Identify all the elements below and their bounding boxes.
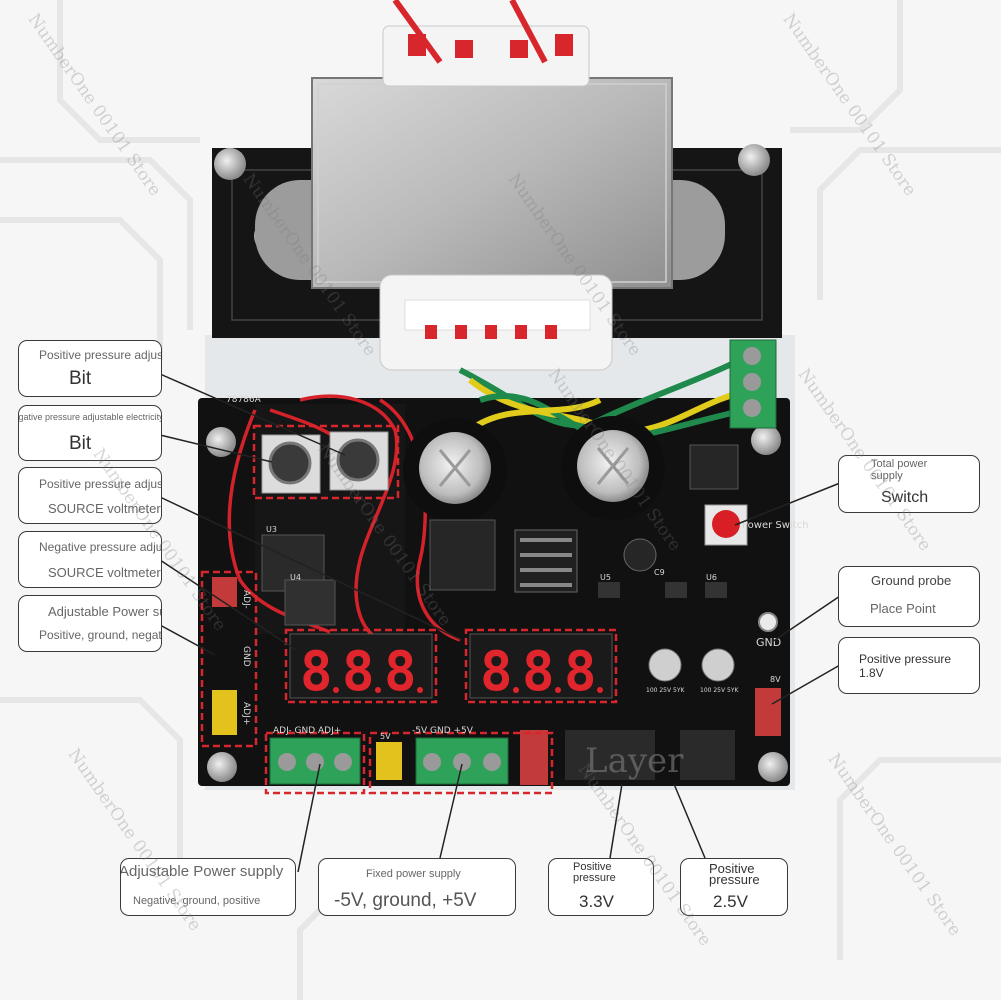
callout-line1: Negative pressure adjustable electricity	[39, 540, 162, 554]
display-digit: 8	[564, 640, 597, 703]
callout-line1: Fixed power supply	[366, 868, 461, 880]
silk-adj-terminal: ADJ- GND ADJ+	[273, 726, 341, 736]
highlight-boxes	[200, 424, 618, 795]
capacitors	[403, 416, 735, 682]
callout-negative-source-voltmeter: Negative pressure adjustable electricity…	[18, 531, 162, 588]
callout-line2: 1.8V	[859, 666, 884, 680]
terminal-block-ac-input	[729, 339, 777, 429]
silk-u6: U6	[706, 573, 717, 582]
regulators-heatsinks	[261, 444, 739, 626]
display-decimal-point	[333, 687, 339, 693]
display-decimal-point	[513, 687, 519, 693]
silk-u5: U5	[600, 573, 611, 582]
callout-line1: Positive pressure adjustable electricity	[39, 477, 162, 491]
callout-line1: Adjustable Power supply	[120, 863, 284, 880]
bottom-terminals	[269, 688, 781, 785]
callout-line2: Place Point	[870, 601, 936, 616]
callout-line1: Positive	[709, 861, 755, 876]
callout-line1: Positive pressure adjustable electricity	[39, 348, 162, 362]
callout-line1: Negative pressure adjustable electricity	[18, 412, 162, 422]
silk-header-adjminus: ADJ-	[241, 590, 251, 609]
display-decimal-point	[555, 687, 561, 693]
callout-line2: SOURCE voltmeter	[48, 565, 161, 580]
callout-line1: Positive pressure	[859, 652, 952, 666]
callout-negative-adjustable-bit: Negative pressure adjustable electricity…	[18, 405, 162, 461]
silk-fixed-terminal: -5V GND +5V	[412, 726, 474, 736]
silk-u3: U3	[266, 525, 277, 534]
callout-line2: pressure	[573, 872, 616, 884]
callout-positive-2v5: Positive pressure 2.5V	[680, 858, 788, 916]
callout-line2: pressure	[709, 872, 760, 887]
callout-line1: Adjustable Power supply	[48, 604, 161, 619]
callout-fixed-supply: Fixed power supply -5V, ground, +5V	[318, 858, 516, 916]
callout-positive-1v8: Positive pressure 1.8V	[838, 637, 980, 694]
callout-line3: 2.5V	[713, 892, 748, 911]
callout-line2: Negative, ground, positive	[133, 895, 261, 907]
display-digit: 8	[342, 640, 375, 703]
callout-line1: Ground probe	[871, 573, 952, 588]
callout-total-power-switch: Total power supply Switch	[838, 455, 980, 513]
silk-8v: 8V	[770, 675, 781, 684]
callout-line1: Positive	[573, 861, 612, 873]
callout-leader-lines	[159, 373, 841, 873]
display-decimal-point	[375, 687, 381, 693]
callout-adjustable-supply-left: Adjustable Power supply Positive, ground…	[18, 595, 162, 652]
power-switch	[704, 504, 748, 546]
silk-u4: U4	[290, 573, 301, 582]
cap-label-left: 100 25V 5YK	[646, 687, 685, 694]
callout-ground-probe: Ground probe Place Point	[838, 566, 980, 627]
display-digit: 8	[480, 640, 513, 703]
silk-header-gnd: GND	[241, 646, 251, 667]
callout-positive-adjustable-bit: Positive pressure adjustable electricity…	[18, 340, 162, 397]
callout-line2: Bit	[69, 368, 92, 389]
silk-5v: 5V	[380, 732, 391, 741]
potentiometers	[261, 431, 389, 494]
callout-adjustable-supply-bottom: Adjustable Power supply Negative, ground…	[120, 858, 296, 916]
brand-text: Layer	[585, 741, 684, 781]
display-digit: 8	[384, 640, 417, 703]
callout-line2: SOURCE voltmeter	[48, 501, 161, 516]
callout-line2: -5V, ground, +5V	[334, 890, 477, 911]
display-digit: 8	[522, 640, 555, 703]
callout-positive-3v3: Positive pressure 3.3V	[548, 858, 654, 916]
callout-positive-source-voltmeter: Positive pressure adjustable electricity…	[18, 467, 162, 524]
ground-probe-point	[758, 612, 778, 632]
transformer	[255, 0, 725, 371]
chip-label: 78786A	[226, 395, 262, 405]
cap-label-right: 100 25V 5YK	[700, 687, 739, 694]
display-digit: 8	[300, 640, 333, 703]
silk-c9: C9	[654, 568, 665, 577]
callout-line2: Bit	[69, 433, 92, 454]
callout-line3: Switch	[881, 489, 929, 506]
callout-line2: Positive, ground, negative	[39, 628, 162, 642]
silk-header-adjplus: ADJ+	[241, 702, 251, 725]
seven-segment-displays	[289, 633, 613, 699]
callout-line3: 3.3V	[579, 892, 614, 911]
callout-line1: Total power	[871, 458, 928, 470]
switch-silk: Power Switch	[742, 520, 808, 531]
display-decimal-point	[417, 687, 423, 693]
display-decimal-point	[597, 687, 603, 693]
callout-line2: supply	[871, 470, 903, 482]
